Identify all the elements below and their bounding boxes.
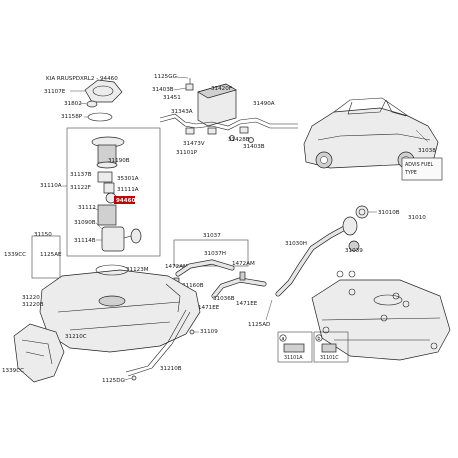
svg-text:b: b bbox=[317, 336, 320, 342]
label-31036B: 31036B bbox=[213, 296, 235, 302]
car-illustration bbox=[303, 97, 439, 169]
label-31109: 31109 bbox=[200, 329, 218, 335]
label-31030H: 31030H bbox=[285, 241, 307, 247]
hose-group-box bbox=[173, 239, 249, 267]
label-1471EE: 1471EE bbox=[198, 305, 220, 311]
label-31343A: 31343A bbox=[171, 109, 193, 115]
heat-shield-part bbox=[13, 323, 65, 383]
pump-module-box bbox=[66, 127, 161, 257]
label-31220: 31220 bbox=[22, 295, 40, 301]
label-31114B: 31114B bbox=[74, 238, 96, 244]
label-31107E: 31107E bbox=[44, 89, 66, 95]
label-1125AE: 1125AE bbox=[40, 252, 62, 258]
label-31420F: 31420F bbox=[211, 86, 232, 92]
lock-ring-part bbox=[86, 100, 98, 108]
vapor-lines-part bbox=[159, 113, 298, 143]
label-35301A: 35301A bbox=[117, 176, 139, 182]
label-31039: 31039 bbox=[345, 248, 363, 254]
fuel-hoses-part bbox=[173, 259, 267, 299]
label-1472AM: 1472AM bbox=[165, 264, 188, 270]
label-31210C: 31210C bbox=[65, 334, 87, 340]
fuel-pump-module-part bbox=[91, 136, 142, 252]
label-31101P: 31101P bbox=[176, 150, 198, 156]
label-31210B: 31210B bbox=[160, 366, 182, 372]
filler-neck-part bbox=[275, 216, 360, 297]
label-31428B: 31428B bbox=[228, 137, 250, 143]
label-31101A: 31101A bbox=[284, 355, 303, 361]
label-1339CC-2: 1339CC bbox=[2, 368, 24, 374]
tank-straps-part bbox=[125, 309, 195, 381]
label-1125GG: 1125GG bbox=[154, 74, 177, 80]
highlight-94460 bbox=[114, 196, 135, 204]
label-31451: 31451 bbox=[163, 95, 181, 101]
label-31137B: 31137B bbox=[70, 172, 92, 178]
label-31090B: 31090B bbox=[74, 220, 96, 226]
label-1125DG: 1125DG bbox=[102, 378, 125, 384]
model-label: KIA RRUSPDXRL2 - 94460 bbox=[46, 76, 118, 82]
legend-box-a: a 31101A bbox=[277, 331, 313, 363]
label-31111A: 31111A bbox=[117, 187, 139, 193]
label-31403B-2: 31403B bbox=[243, 144, 265, 150]
label-31038: 31038 bbox=[418, 148, 436, 154]
canister-part bbox=[185, 78, 237, 127]
tank-callout-box bbox=[31, 235, 61, 279]
label-31112: 31112 bbox=[78, 205, 96, 211]
legend-box-b: b 31101C bbox=[313, 331, 349, 363]
label-31160B: 31160B bbox=[182, 283, 204, 289]
label-1339CC: 1339CC bbox=[4, 252, 26, 258]
label-31473V: 31473V bbox=[183, 141, 205, 147]
label-31220B: 31220B bbox=[22, 302, 44, 308]
placard-line2: TYPE bbox=[404, 170, 417, 176]
gasket-part bbox=[87, 112, 113, 122]
label-31037H: 31037H bbox=[204, 251, 226, 257]
label-31122F: 31122F bbox=[70, 185, 91, 191]
label-31490A: 31490A bbox=[253, 101, 275, 107]
label-31010B: 31010B bbox=[378, 210, 400, 216]
label-1471EE-2: 1471EE bbox=[236, 301, 258, 307]
label-31110A: 31110A bbox=[40, 183, 62, 189]
label-31010: 31010 bbox=[408, 215, 426, 221]
label-31158P: 31158P bbox=[61, 114, 83, 120]
fuel-placard: ADVIS FUEL TYPE bbox=[401, 157, 443, 181]
placard-line1: ADVIS FUEL bbox=[405, 162, 433, 168]
label-31123M: 31123M bbox=[126, 267, 149, 273]
assembly-callout-markers bbox=[322, 270, 438, 350]
label-31403B: 31403B bbox=[152, 87, 174, 93]
label-31101C: 31101C bbox=[320, 355, 339, 361]
label-1472AM-2: 1472AM bbox=[232, 261, 255, 267]
sender-plate-part bbox=[84, 79, 123, 103]
label-31802: 31802 bbox=[64, 101, 82, 107]
label-31190B: 31190B bbox=[108, 158, 130, 164]
label-31037: 31037 bbox=[203, 233, 221, 239]
label-94460[interactable]: 94460 bbox=[116, 198, 136, 204]
label-31150: 31150 bbox=[34, 232, 52, 238]
filler-cap-part bbox=[355, 205, 369, 219]
svg-text:a: a bbox=[282, 337, 285, 342]
label-1125AD: 1125AD bbox=[248, 322, 270, 328]
